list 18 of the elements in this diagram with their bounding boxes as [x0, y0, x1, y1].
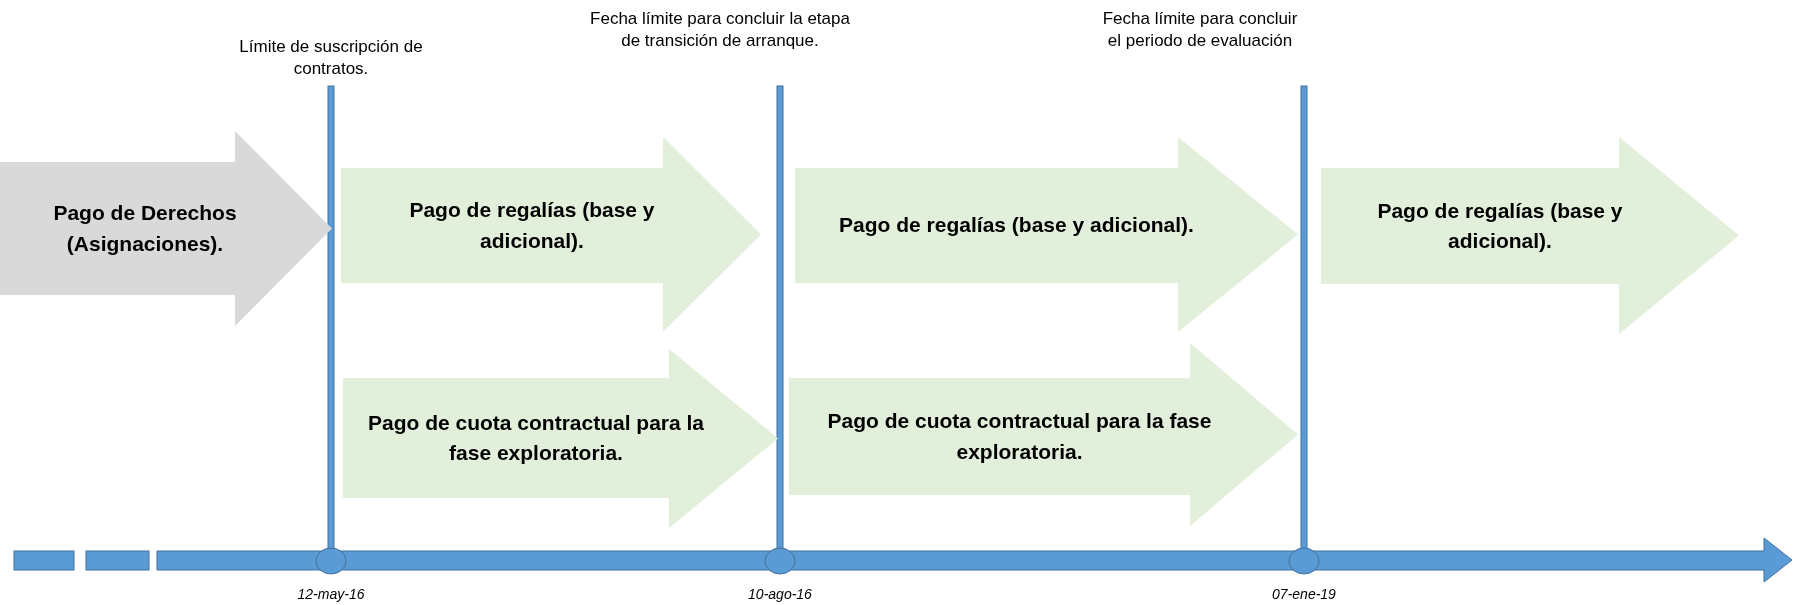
milestone-caption: Fecha límite para concluir la etapa de transición de arranque.	[590, 8, 850, 53]
phase-label: Pago de regalías (base y adicional).	[1376, 197, 1624, 254]
phase-label: Pago de regalías (base y adicional).	[839, 212, 1194, 239]
date-label: 10-ago-16	[747, 586, 813, 602]
arrow-shape	[789, 343, 1298, 526]
arrow-shape	[341, 137, 761, 332]
phase-label: Pago de Derechos (Asignaciones).	[52, 200, 238, 257]
milestone-caption: Límite de suscripción de contratos.	[238, 36, 424, 81]
phase-label: Pago de cuota contractual para la fase exploratoria.	[366, 409, 706, 466]
phase-label: Pago de cuota contractual para la fase exploratoria.	[826, 408, 1213, 465]
milestone-caption: Fecha límite para concluir el periodo de evaluación	[1101, 8, 1299, 53]
arrow-shape	[0, 131, 332, 326]
date-label: 07-ene-19	[1271, 586, 1337, 602]
arrow-shape	[795, 137, 1298, 332]
arrow-shape	[1321, 137, 1739, 334]
phase-label: Pago de regalías (base y adicional).	[408, 197, 656, 254]
arrow-shape	[343, 349, 778, 528]
date-label: 12-may-16	[296, 586, 366, 602]
